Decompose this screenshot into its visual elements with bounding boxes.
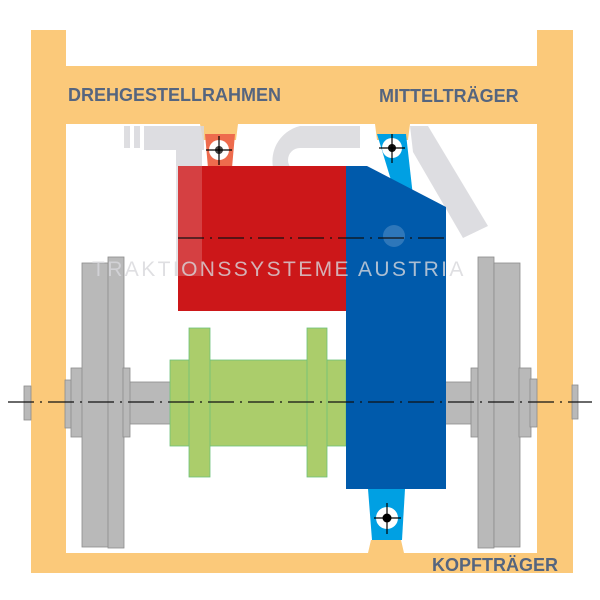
gearbox	[346, 166, 446, 489]
gearbox-bottom-mount	[368, 540, 404, 553]
watermark-text: TRAKTIONSSYSTEME AUSTRIA	[92, 258, 466, 281]
right-bearing	[529, 378, 538, 428]
center-beam	[31, 66, 573, 124]
left-wheel-rim	[81, 262, 110, 548]
label-center-beam: MITTELTRÄGER	[379, 86, 519, 106]
end-beam	[31, 553, 573, 573]
bogie-frame	[31, 30, 573, 573]
label-end-beam: KOPFTRÄGER	[432, 555, 558, 575]
axle-stub-left	[23, 385, 32, 421]
motor-bracket	[205, 134, 235, 168]
right-wheel-rim	[493, 262, 521, 548]
coupling	[169, 327, 347, 478]
label-bogie-frame: DREHGESTELLRAHMEN	[68, 85, 281, 105]
gearbox-bottom-bracket	[368, 489, 405, 540]
watermark-overlay	[176, 166, 405, 276]
